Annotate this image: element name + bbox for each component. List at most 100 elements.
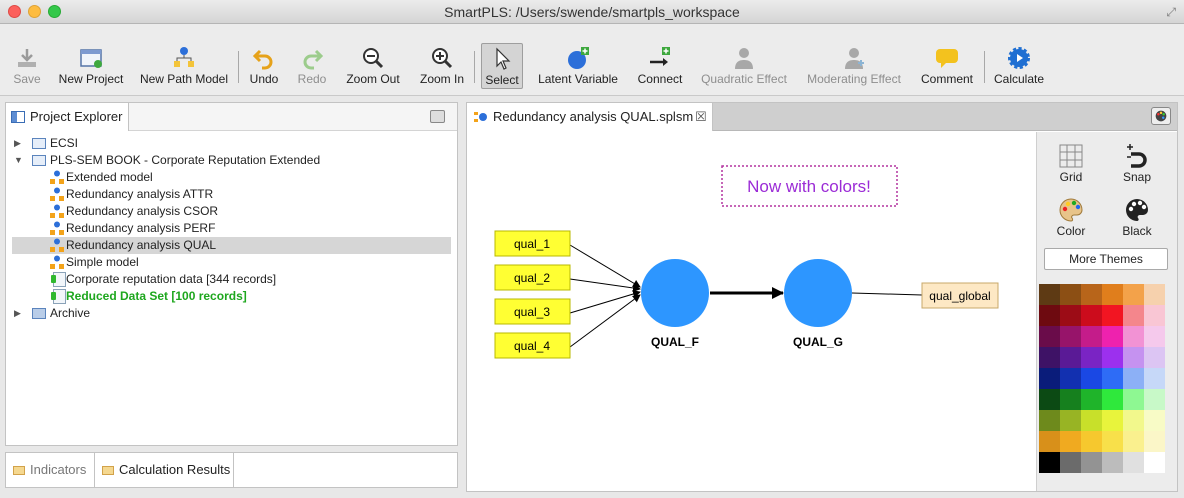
editor-tab[interactable]: Redundancy analysis QUAL.splsm ☒ bbox=[467, 103, 713, 131]
color-button[interactable]: Color bbox=[1041, 194, 1101, 242]
window-close-button[interactable] bbox=[8, 5, 21, 18]
window-zoom-button[interactable] bbox=[48, 5, 61, 18]
calculate-button[interactable]: Calculate bbox=[990, 46, 1048, 88]
color-swatch[interactable] bbox=[1039, 305, 1060, 326]
redo-button[interactable]: Redo bbox=[292, 46, 332, 88]
model-canvas[interactable]: Now with colors! qual_1 qual_2 qual_3 qu… bbox=[467, 132, 1035, 491]
zoom-out-button[interactable]: Zoom Out bbox=[342, 46, 404, 88]
latent-variable-qual-f[interactable]: QUAL_F bbox=[641, 259, 709, 349]
window-minimize-button[interactable] bbox=[28, 5, 41, 18]
color-swatch[interactable] bbox=[1102, 326, 1123, 347]
color-swatch[interactable] bbox=[1081, 452, 1102, 473]
color-swatch[interactable] bbox=[1039, 326, 1060, 347]
color-swatch[interactable] bbox=[1123, 284, 1144, 305]
tree-item-redundancy-qual[interactable]: Redundancy analysis QUAL bbox=[12, 237, 451, 254]
color-swatch[interactable] bbox=[1081, 389, 1102, 410]
color-swatch[interactable] bbox=[1144, 347, 1165, 368]
tree-item-archive[interactable]: ▶ Archive bbox=[14, 306, 91, 320]
indicator-qual-3[interactable]: qual_3 bbox=[494, 298, 571, 325]
outer-loading-line[interactable] bbox=[851, 292, 923, 296]
color-swatch[interactable] bbox=[1102, 431, 1123, 452]
indicator-qual-global[interactable]: qual_global bbox=[921, 282, 999, 309]
snap-button[interactable]: Snap bbox=[1107, 140, 1167, 188]
more-themes-button[interactable]: More Themes bbox=[1044, 248, 1168, 270]
color-swatch[interactable] bbox=[1039, 452, 1060, 473]
color-swatch[interactable] bbox=[1123, 452, 1144, 473]
new-project-button[interactable]: New Project bbox=[54, 46, 128, 88]
color-swatch[interactable] bbox=[1039, 431, 1060, 452]
connect-button[interactable]: Connect bbox=[634, 46, 686, 88]
color-swatch[interactable] bbox=[1060, 452, 1081, 473]
tree-item-corporate-reputation-data[interactable]: Corporate reputation data [344 records] bbox=[12, 271, 451, 288]
color-swatch[interactable] bbox=[1144, 368, 1165, 389]
color-swatch[interactable] bbox=[1081, 347, 1102, 368]
color-swatch[interactable] bbox=[1060, 431, 1081, 452]
black-button[interactable]: Black bbox=[1107, 194, 1167, 242]
tree-item-reduced-data-set[interactable]: Reduced Data Set [100 records] bbox=[12, 288, 451, 305]
moderating-effect-button[interactable]: Moderating Effect bbox=[802, 46, 906, 88]
comment-button[interactable]: Comment bbox=[916, 46, 978, 88]
color-swatch[interactable] bbox=[1144, 452, 1165, 473]
tree-item-simple-model[interactable]: Simple model bbox=[12, 254, 451, 271]
color-swatch[interactable] bbox=[1144, 431, 1165, 452]
tree-item-redundancy-attr[interactable]: Redundancy analysis ATTR bbox=[12, 186, 451, 203]
color-swatch[interactable] bbox=[1144, 410, 1165, 431]
save-button[interactable]: Save bbox=[4, 46, 50, 88]
zoom-in-button[interactable]: Zoom In bbox=[416, 46, 468, 88]
indicator-qual-4[interactable]: qual_4 bbox=[494, 332, 571, 359]
color-swatch[interactable] bbox=[1144, 305, 1165, 326]
color-swatch[interactable] bbox=[1102, 305, 1123, 326]
collapse-arrow-icon[interactable]: ▼ bbox=[14, 155, 23, 165]
color-swatch[interactable] bbox=[1039, 368, 1060, 389]
tree-item-redundancy-perf[interactable]: Redundancy analysis PERF bbox=[12, 220, 451, 237]
color-swatch[interactable] bbox=[1102, 452, 1123, 473]
comment-box[interactable]: Now with colors! bbox=[721, 165, 898, 207]
color-swatch[interactable] bbox=[1081, 284, 1102, 305]
tree-item-ecsi[interactable]: ▶ ECSI bbox=[14, 136, 79, 150]
color-swatch[interactable] bbox=[1102, 347, 1123, 368]
indicator-qual-2[interactable]: qual_2 bbox=[494, 264, 571, 291]
project-explorer-tab[interactable]: Project Explorer bbox=[6, 103, 129, 131]
color-swatch[interactable] bbox=[1123, 431, 1144, 452]
tab-calculation-results[interactable]: Calculation Results bbox=[94, 453, 234, 487]
color-swatch[interactable] bbox=[1081, 410, 1102, 431]
color-swatch[interactable] bbox=[1039, 410, 1060, 431]
latent-variable-qual-g[interactable]: QUAL_G bbox=[784, 259, 852, 349]
fullscreen-icon[interactable]: ⤢ bbox=[1166, 5, 1176, 19]
color-swatch[interactable] bbox=[1081, 368, 1102, 389]
color-swatch[interactable] bbox=[1123, 347, 1144, 368]
color-swatch[interactable] bbox=[1060, 326, 1081, 347]
tree-item-pls-sem-book[interactable]: ▼ PLS-SEM BOOK - Corporate Reputation Ex… bbox=[14, 153, 321, 167]
color-swatch[interactable] bbox=[1123, 389, 1144, 410]
color-swatch[interactable] bbox=[1081, 305, 1102, 326]
color-swatch[interactable] bbox=[1102, 389, 1123, 410]
color-swatch[interactable] bbox=[1144, 284, 1165, 305]
select-button[interactable]: Select bbox=[481, 43, 523, 89]
palette-toggle-icon[interactable] bbox=[1151, 107, 1171, 125]
grid-button[interactable]: Grid bbox=[1041, 140, 1101, 188]
color-swatch[interactable] bbox=[1123, 326, 1144, 347]
color-swatch[interactable] bbox=[1039, 284, 1060, 305]
tab-indicators[interactable]: Indicators bbox=[6, 453, 94, 487]
color-swatch[interactable] bbox=[1060, 284, 1081, 305]
tree-item-extended-model[interactable]: Extended model bbox=[12, 169, 451, 186]
color-swatch[interactable] bbox=[1081, 431, 1102, 452]
color-swatch[interactable] bbox=[1060, 389, 1081, 410]
quadratic-effect-button[interactable]: Quadratic Effect bbox=[698, 46, 790, 88]
minimize-view-icon[interactable] bbox=[430, 110, 445, 123]
color-swatch[interactable] bbox=[1123, 368, 1144, 389]
path-arrow[interactable] bbox=[569, 244, 641, 288]
color-swatch[interactable] bbox=[1060, 368, 1081, 389]
color-swatch[interactable] bbox=[1081, 326, 1102, 347]
path-arrow[interactable] bbox=[569, 294, 641, 348]
latent-variable-button[interactable]: Latent Variable bbox=[534, 46, 622, 88]
expand-arrow-icon[interactable]: ▶ bbox=[14, 138, 21, 148]
color-swatch[interactable] bbox=[1060, 410, 1081, 431]
close-tab-icon[interactable]: ☒ bbox=[695, 109, 707, 124]
path-arrow[interactable] bbox=[569, 278, 641, 292]
indicator-qual-1[interactable]: qual_1 bbox=[494, 230, 571, 257]
color-swatch[interactable] bbox=[1060, 305, 1081, 326]
color-swatch[interactable] bbox=[1060, 347, 1081, 368]
color-swatch[interactable] bbox=[1102, 368, 1123, 389]
tree-item-redundancy-csor[interactable]: Redundancy analysis CSOR bbox=[12, 203, 451, 220]
